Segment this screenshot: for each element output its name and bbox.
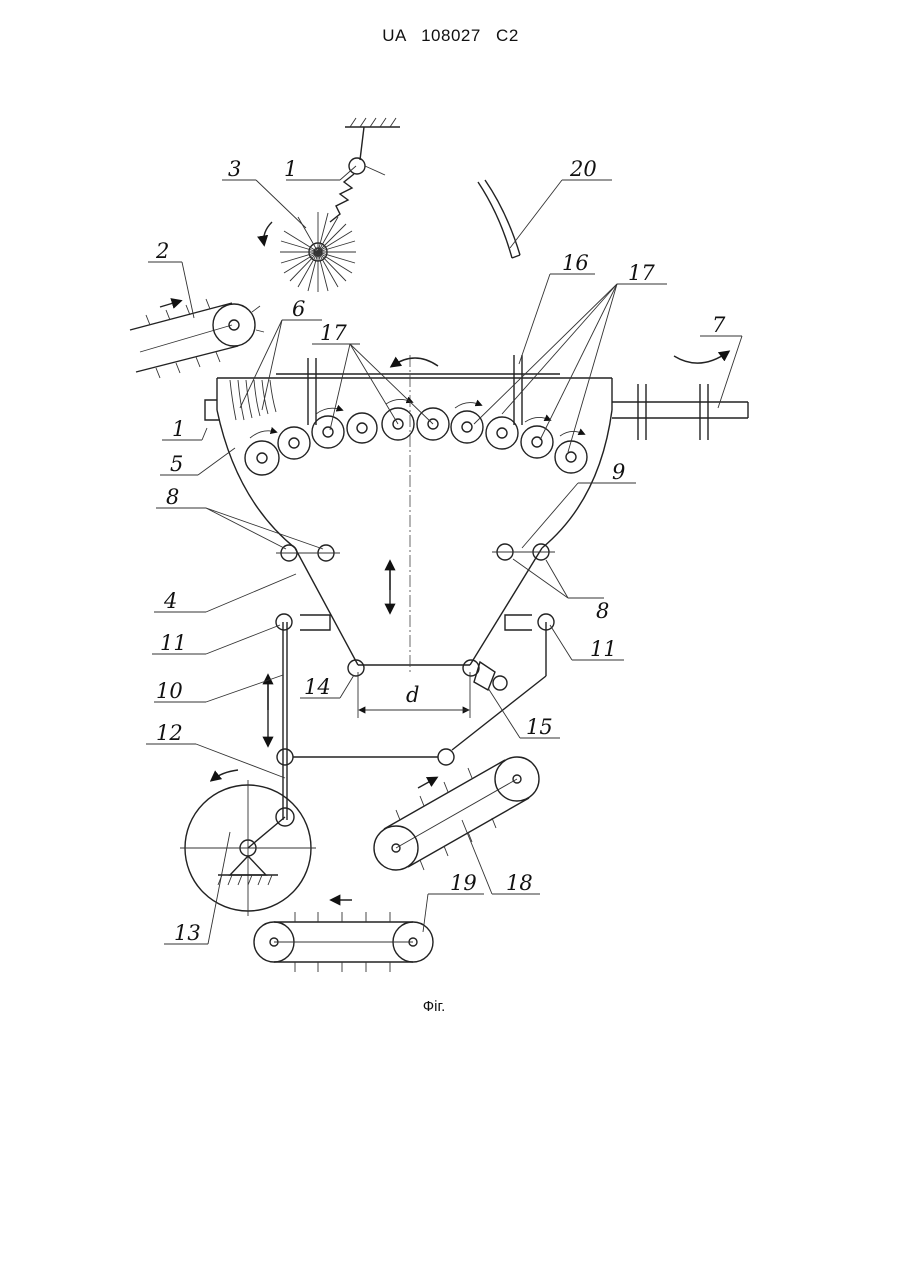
label-5: 5: [170, 452, 183, 476]
label-17-right: 17: [628, 261, 655, 285]
feed-conveyor: [130, 299, 264, 378]
label-4: 4: [163, 589, 177, 613]
bottom-conveyor: [254, 900, 433, 972]
hopper-body: [205, 355, 612, 665]
label-8-left: 8: [166, 485, 179, 509]
label-8-right: 8: [596, 599, 609, 623]
label-3: 3: [228, 157, 241, 181]
label-16: 16: [562, 251, 589, 275]
label-20: 20: [569, 157, 597, 181]
outlet-conveyor: [374, 757, 539, 870]
label-14: 14: [304, 675, 331, 699]
label-9: 9: [612, 460, 625, 484]
label-11-right: 11: [590, 637, 617, 661]
label-13: 13: [174, 921, 201, 945]
label-1-top: 1: [284, 157, 297, 181]
label-18: 18: [506, 871, 533, 895]
lever-linkage: [268, 622, 546, 826]
blade-set: [230, 380, 276, 420]
figure-caption: Фіг.: [0, 998, 868, 1015]
label-10: 10: [156, 679, 183, 703]
drive-shaft: [612, 352, 748, 440]
label-2: 2: [155, 239, 169, 263]
label-17-left: 17: [320, 321, 347, 345]
drive-wheel: [180, 770, 316, 916]
label-7: 7: [712, 313, 726, 337]
rotary-brush: [264, 212, 356, 292]
brackets: [276, 614, 554, 630]
label-15: 15: [526, 715, 553, 739]
label-19: 19: [450, 871, 477, 895]
label-d: d: [406, 683, 419, 707]
label-12: 12: [156, 721, 183, 745]
hinge-points: [276, 544, 555, 561]
spring-mount-assembly: [330, 118, 400, 222]
label-6: 6: [292, 297, 305, 321]
label-11-left: 11: [160, 631, 187, 655]
label-1-side: 1: [172, 417, 185, 441]
